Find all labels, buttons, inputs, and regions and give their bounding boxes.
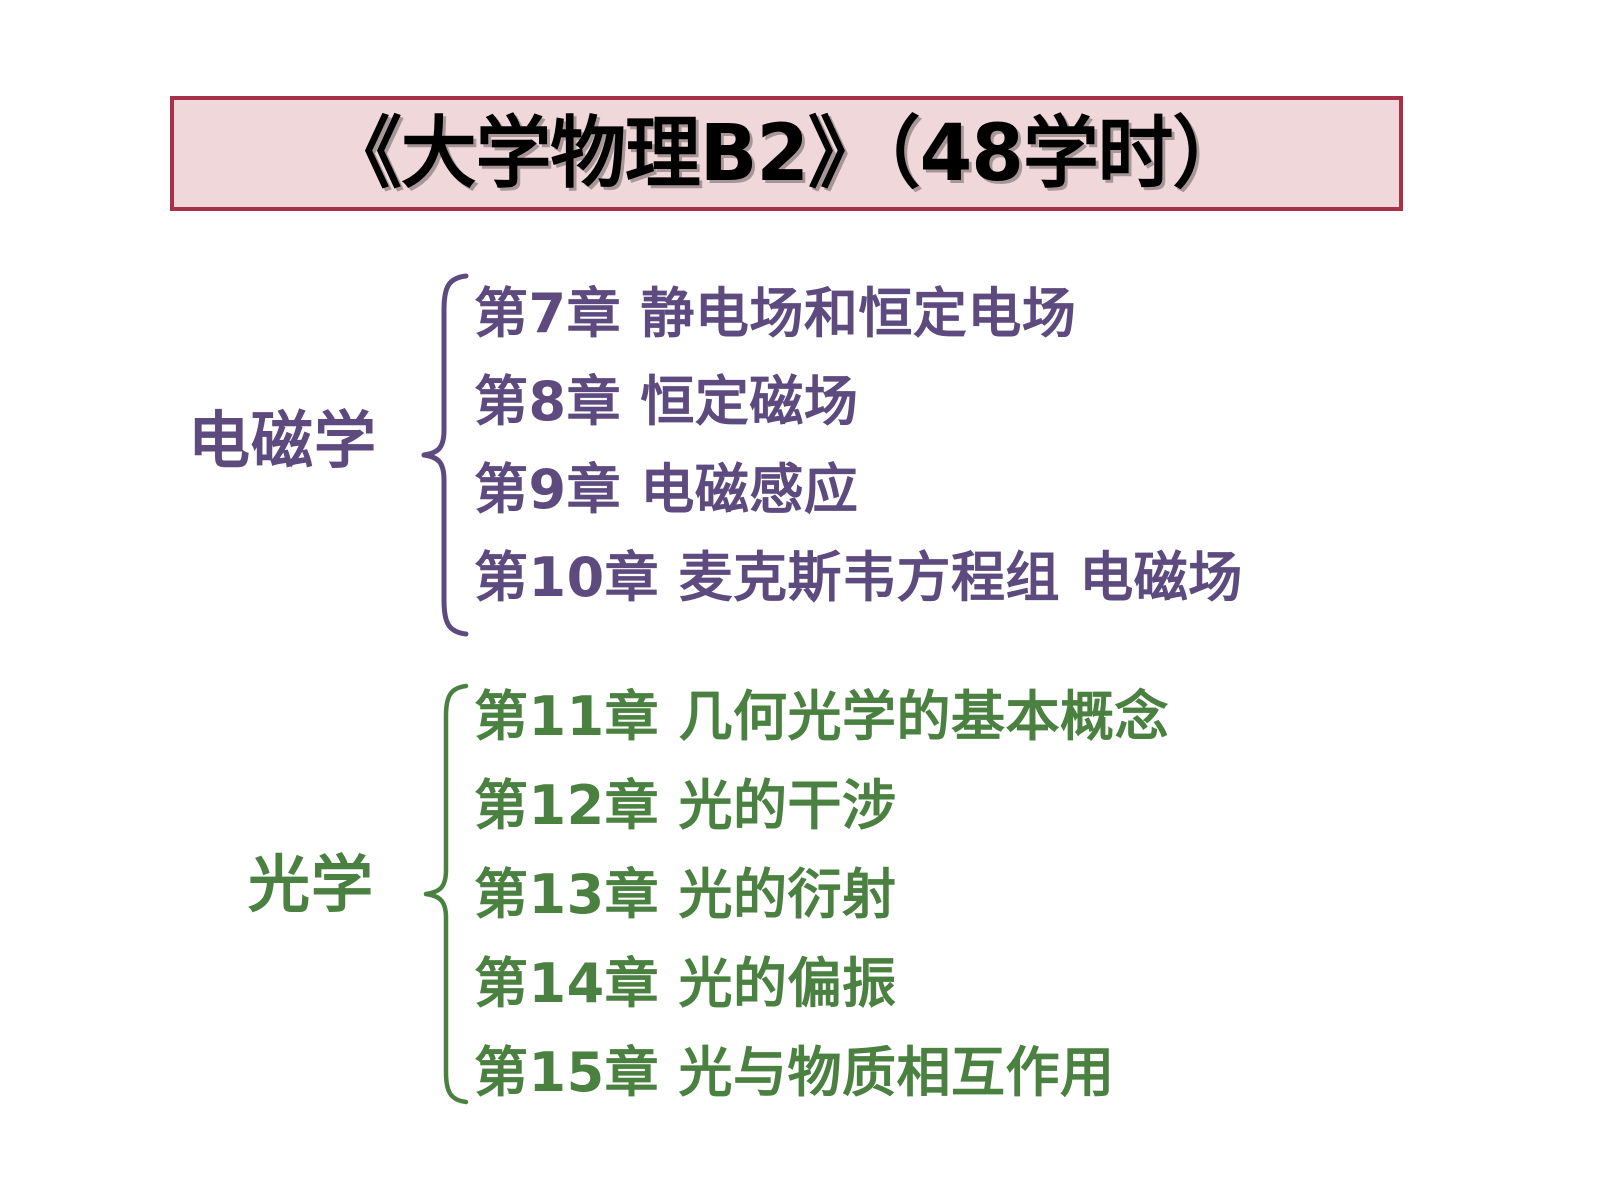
chapter-item[interactable]: 第13章 光的衍射 <box>474 863 897 926</box>
chapter-item[interactable]: 第8章 恒定磁场 <box>474 370 859 433</box>
chapter-item[interactable]: 第9章 电磁感应 <box>474 458 859 521</box>
chapter-item[interactable]: 第12章 光的干涉 <box>474 774 897 837</box>
curly-brace-icon-optics <box>423 683 469 1105</box>
group-electromagnetism: 电磁学 第7章 静电场和恒定电场 第8章 恒定磁场 第9章 电磁感应 第10章 … <box>0 270 1600 640</box>
chapter-item[interactable]: 第15章 光与物质相互作用 <box>474 1041 1115 1104</box>
chapter-list-electromagnetism: 第7章 静电场和恒定电场 第8章 恒定磁场 第9章 电磁感应 第10章 麦克斯韦… <box>474 270 1243 622</box>
group-label-optics: 光学 <box>248 848 375 921</box>
page-title: 《大学物理B2》（48学时） <box>326 108 1248 199</box>
chapter-item[interactable]: 第14章 光的偏振 <box>474 952 897 1015</box>
chapter-item[interactable]: 第10章 麦克斯韦方程组 电磁场 <box>474 546 1243 609</box>
chapter-item[interactable]: 第7章 静电场和恒定电场 <box>474 282 1077 345</box>
chapter-list-optics: 第11章 几何光学的基本概念 第12章 光的干涉 第13章 光的衍射 第14章 … <box>474 672 1169 1117</box>
group-label-electromagnetism: 电磁学 <box>188 404 378 477</box>
curly-brace-icon-electromagnetism <box>421 273 469 637</box>
title-banner: 《大学物理B2》（48学时） <box>170 96 1403 211</box>
chapter-item[interactable]: 第11章 几何光学的基本概念 <box>474 685 1169 748</box>
group-optics: 光学 第11章 几何光学的基本概念 第12章 光的干涉 第13章 光的衍射 第1… <box>0 672 1600 1105</box>
